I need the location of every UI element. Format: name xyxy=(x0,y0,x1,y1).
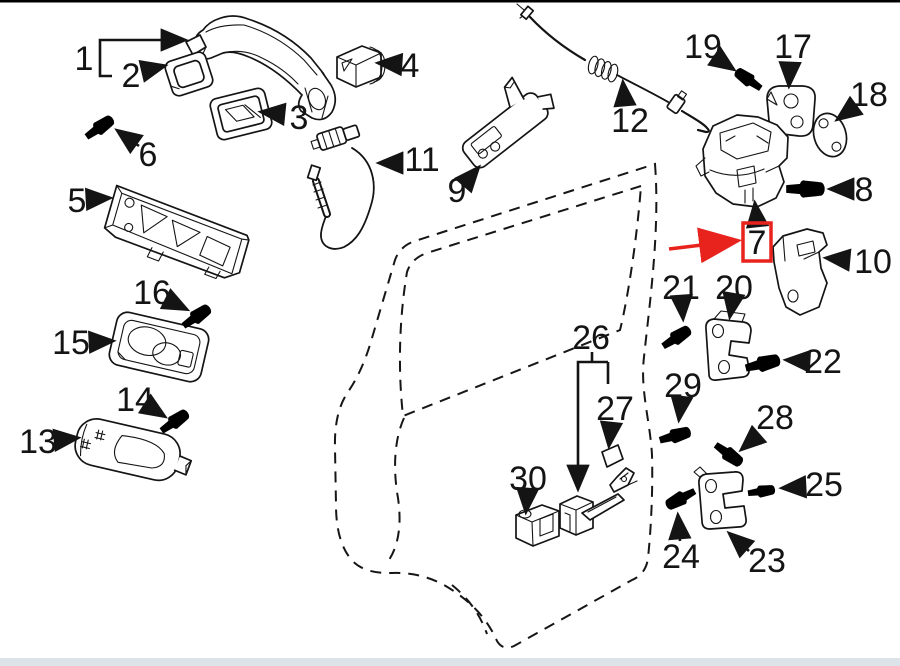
callout-arrow-16 xyxy=(159,288,191,312)
part-24-screw xyxy=(663,484,699,513)
callout-bracket-26a xyxy=(590,352,610,384)
callout-23[interactable]: 23 xyxy=(748,542,786,580)
callout-arrow-30 xyxy=(515,486,540,516)
part-3-handle-bezel xyxy=(209,87,273,141)
callout-arrows xyxy=(52,28,864,559)
part-4-handle-end-cap xyxy=(336,45,386,88)
callout-3[interactable]: 3 xyxy=(290,99,309,137)
callout-arrow-15 xyxy=(88,330,117,354)
callout-24[interactable]: 24 xyxy=(662,538,700,576)
part-7-door-latch xyxy=(695,114,789,208)
callout-arrow-17 xyxy=(778,61,802,90)
callout-arrow-23 xyxy=(726,530,756,559)
part-25-screw xyxy=(747,483,776,500)
bottom-strip xyxy=(0,658,900,666)
part-28-screw xyxy=(711,439,746,470)
part-5-handle-carrier xyxy=(103,184,250,280)
part-2-handle-gasket xyxy=(164,51,214,97)
callout-18[interactable]: 18 xyxy=(850,76,888,114)
callout-arrow-3 xyxy=(257,102,287,126)
part-10-latch-bracket xyxy=(772,228,828,316)
callout-arrow-20 xyxy=(722,290,746,321)
part-11-lock-cable xyxy=(306,124,375,250)
part-17-striker-plate xyxy=(766,85,816,137)
callout-30[interactable]: 30 xyxy=(509,460,547,498)
part-19-screw xyxy=(731,65,765,94)
callout-arrow-12 xyxy=(613,78,637,108)
door-inner-bottom-line xyxy=(451,584,488,635)
callout-17[interactable]: 17 xyxy=(774,28,812,66)
callout-2[interactable]: 2 xyxy=(122,57,141,95)
callout-21[interactable]: 21 xyxy=(662,269,700,307)
highlight-7 xyxy=(668,221,773,264)
callout-bracket-1 xyxy=(98,28,189,78)
callout-1[interactable]: 1 xyxy=(75,40,94,78)
part-9-lock-bracket xyxy=(461,76,555,169)
callout-16[interactable]: 16 xyxy=(133,274,171,312)
part-20-upper-hinge xyxy=(705,310,752,381)
door-outer-outline xyxy=(333,162,658,649)
callout-7[interactable]: 7 xyxy=(748,224,767,262)
callout-arrow-27 xyxy=(599,420,624,450)
part-15-interior-bezel xyxy=(108,311,210,383)
callout-5[interactable]: 5 xyxy=(68,182,87,220)
callout-14[interactable]: 14 xyxy=(116,381,154,419)
callout-20[interactable]: 20 xyxy=(715,269,753,307)
callout-arrow-28 xyxy=(738,424,768,453)
part-23-lower-hinge xyxy=(693,466,747,530)
callout-13[interactable]: 13 xyxy=(19,423,57,461)
callout-arrow-24 xyxy=(668,511,692,542)
callout-arrow-29 xyxy=(670,394,694,424)
callout-arrow-9 xyxy=(453,164,482,194)
callout-11[interactable]: 11 xyxy=(404,141,439,179)
callout-29[interactable]: 29 xyxy=(664,367,702,405)
door-arch-line xyxy=(388,417,405,561)
callout-28[interactable]: 28 xyxy=(756,399,794,437)
door-window-outline xyxy=(398,184,643,418)
highlight-arrow xyxy=(668,227,743,264)
part-27-check-wedge xyxy=(601,444,624,468)
part-26-check-strap xyxy=(559,467,638,536)
part-8-screw xyxy=(786,180,825,198)
part-14-screw xyxy=(157,406,192,437)
callout-arrow-21 xyxy=(669,293,694,323)
callout-arrow-13 xyxy=(52,428,82,452)
callout-4[interactable]: 4 xyxy=(401,47,420,85)
part-1-exterior-handle xyxy=(185,15,337,121)
door-outline xyxy=(333,162,658,649)
part-21-screw xyxy=(659,322,694,353)
callout-arrow-2 xyxy=(138,59,169,83)
part-13-interior-handle xyxy=(74,418,193,482)
callout-labels: 1 2 3 4 5 6 7 8 9 10 11 12 13 14 15 16 1… xyxy=(19,28,892,580)
callout-15[interactable]: 15 xyxy=(52,324,90,362)
callout-arrow-22 xyxy=(782,349,812,374)
callout-arrow-25 xyxy=(778,475,807,499)
callout-27[interactable]: 27 xyxy=(596,390,634,428)
callout-arrow-5 xyxy=(84,187,114,211)
callout-12[interactable]: 12 xyxy=(611,102,649,140)
part-6-screw xyxy=(82,112,117,143)
top-border-line xyxy=(0,0,900,3)
part-18-striker-gasket xyxy=(812,112,848,158)
callout-arrow-18 xyxy=(834,95,864,122)
callout-arrow-19 xyxy=(707,46,737,72)
callout-26[interactable]: 26 xyxy=(572,319,610,357)
callout-10[interactable]: 10 xyxy=(854,243,892,281)
callout-9[interactable]: 9 xyxy=(448,172,467,210)
callout-arrow-7 xyxy=(745,199,770,229)
callout-bracket-26b xyxy=(566,360,608,493)
callout-6[interactable]: 6 xyxy=(139,136,158,174)
callout-arrow-10 xyxy=(822,248,852,272)
callout-25[interactable]: 25 xyxy=(805,466,843,504)
callout-8[interactable]: 8 xyxy=(855,171,874,209)
callout-arrow-14 xyxy=(137,393,168,419)
part-29-screw xyxy=(657,424,693,448)
callout-19[interactable]: 19 xyxy=(684,28,722,66)
highlight-box xyxy=(741,221,773,263)
part-30-check-housing xyxy=(515,504,560,547)
callout-arrow-6 xyxy=(114,128,144,155)
callout-arrow-4 xyxy=(374,52,404,77)
callout-22[interactable]: 22 xyxy=(804,343,842,381)
